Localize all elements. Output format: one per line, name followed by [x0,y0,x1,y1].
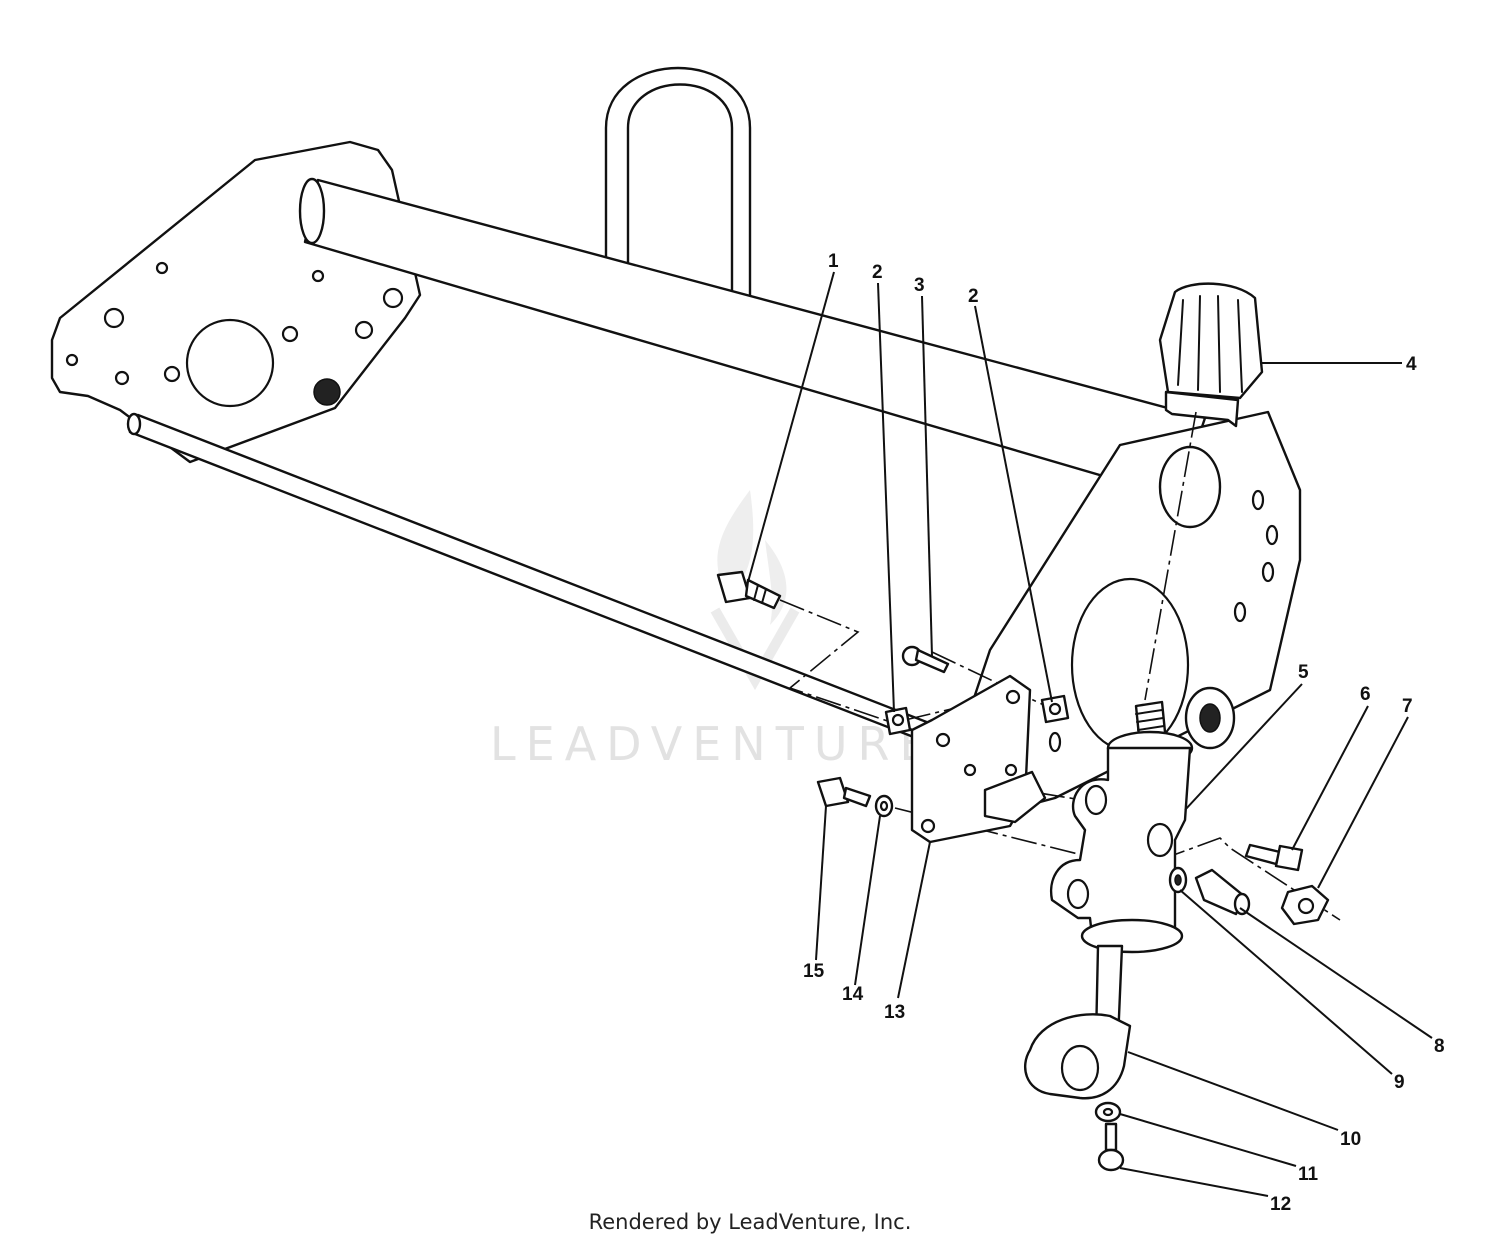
bolt-15 [816,776,872,808]
callout-11: 11 [1298,1164,1319,1185]
callout-5: 5 [1298,662,1309,683]
nut-2-right [1040,694,1070,724]
callout-labels: 1 2 3 2 4 5 6 7 8 9 10 11 12 13 14 15 [803,251,1445,1215]
washer-9 [1168,866,1188,894]
plate-bore [185,318,275,408]
stud-8 [1194,868,1251,916]
bracket-plate-13 [910,674,1047,844]
bolt-6 [1244,843,1304,872]
callout-12: 12 [1270,1194,1291,1215]
lower-rod [126,412,962,754]
callout-15: 15 [803,961,825,982]
callout-14: 14 [842,984,864,1005]
screw-12 [1097,1122,1125,1172]
callout-10: 10 [1340,1129,1361,1150]
plate-bore-right [1070,577,1190,753]
nut-2-left [884,706,912,736]
swivel-arm-10 [1023,944,1132,1100]
callout-13: 13 [884,1002,905,1023]
watermark: LEADVENTURE [490,490,939,771]
washer-14 [874,794,894,818]
watermark-text: LEADVENTURE [490,717,939,771]
bolt-1 [716,570,782,610]
main-tube [298,177,1207,500]
callout-8: 8 [1434,1036,1445,1057]
pivot-block-5 [1049,700,1194,954]
washer-11 [1094,1101,1122,1123]
nut-7 [1280,884,1330,926]
left-side-plate [50,140,422,464]
render-credit: Rendered by LeadVenture, Inc. [588,1210,912,1234]
callout-2-right: 2 [968,286,979,307]
callout-9: 9 [1394,1072,1405,1093]
leader-lines [747,271,1433,1197]
callout-4: 4 [1406,354,1417,375]
callout-6: 6 [1360,684,1371,705]
screw-3 [901,645,950,674]
callout-7: 7 [1402,696,1413,717]
callout-1: 1 [828,251,839,272]
knob [1158,282,1264,428]
centerlines [779,411,1341,921]
watermark-v-icon [710,607,800,691]
callout-3: 3 [914,275,925,296]
callout-2-left: 2 [872,262,883,283]
